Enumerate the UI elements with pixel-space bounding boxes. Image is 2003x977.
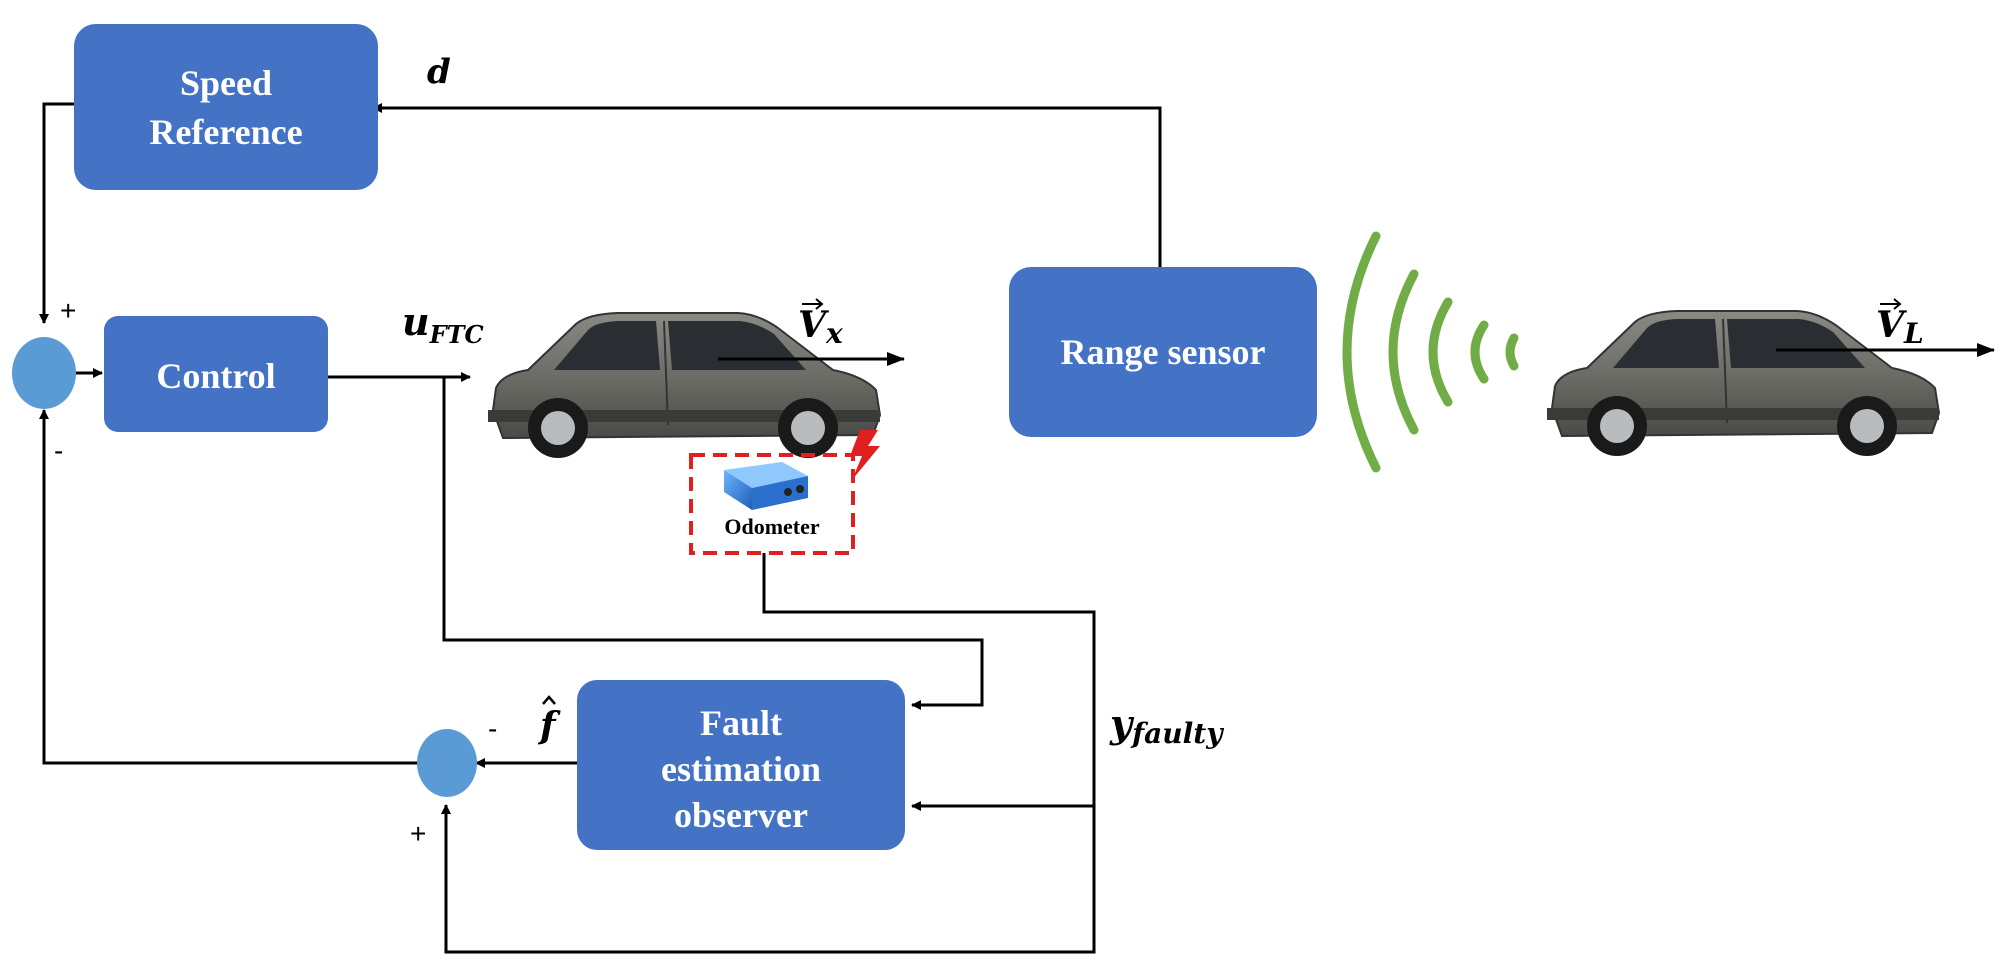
vl-vector-arrow-icon (1880, 298, 1902, 310)
leader-car-icon (1547, 310, 1941, 456)
vx-vector-arrow-icon (802, 298, 824, 310)
speed-reference-label-line2: Reference (149, 112, 302, 152)
line-u-to-observer (442, 377, 984, 710)
vx-label: Vx (798, 304, 843, 350)
summer2-plus-sign: + (410, 818, 426, 849)
f-hat-label: f (537, 705, 561, 747)
summer1-plus-sign: + (60, 295, 76, 326)
observer-label-line2: estimation (661, 749, 821, 789)
observer-label-line1: Fault (700, 703, 782, 743)
line-speedref-to-summer1 (39, 102, 76, 324)
odometer-device-icon (724, 462, 808, 510)
summer2-minus-sign: - (488, 713, 497, 744)
speed-reference-label-line1: Speed (180, 63, 272, 103)
faulty-sensor-highlight-box (689, 453, 855, 555)
u-ftc-label: uFTC (402, 299, 484, 349)
range-sensor-waves-icon (1342, 231, 1519, 473)
follower-car-icon (488, 312, 882, 458)
range-sensor-block: Range sensor (1009, 267, 1317, 437)
control-block: Control (104, 316, 328, 432)
summing-junction-2 (417, 729, 477, 797)
y-faulty-label: yfaulty (1109, 701, 1224, 750)
speed-reference-block: Speed Reference (74, 24, 378, 190)
vl-label: VL (1876, 304, 1924, 350)
odometer-label: Odometer (724, 514, 820, 539)
summing-junction-1 (12, 337, 76, 409)
summer1-minus-sign: - (54, 435, 63, 466)
control-label: Control (156, 356, 275, 396)
observer-label-line3: observer (674, 795, 808, 835)
distance-label: d (427, 52, 451, 92)
line-range-to-speedref (372, 103, 1162, 267)
signal-lines (39, 102, 1162, 954)
hat-accent-icon (542, 695, 556, 705)
range-sensor-label: Range sensor (1061, 332, 1266, 372)
fault-lightning-icon (850, 430, 880, 480)
line-summer2-to-summer1 (39, 409, 418, 765)
fault-estimation-observer-block: Fault estimation observer (577, 680, 905, 850)
line-odometer-to-bus (441, 553, 1096, 954)
